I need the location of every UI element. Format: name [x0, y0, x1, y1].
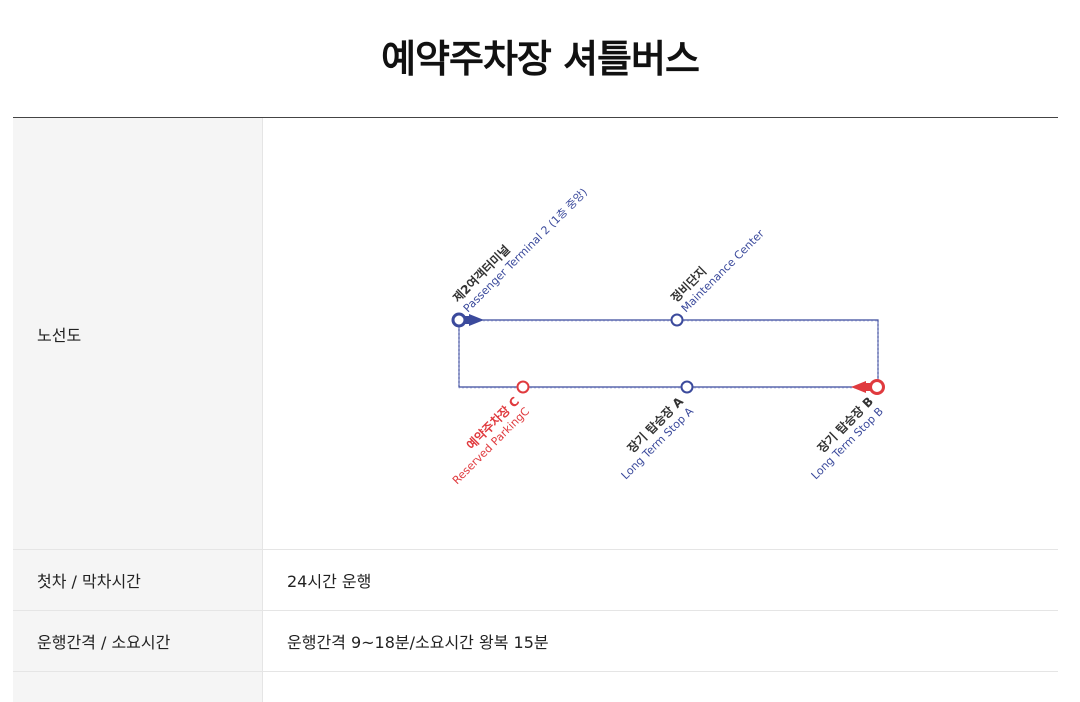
table-row: 첫차 / 막차시간 24시간 운행: [13, 550, 1058, 611]
table-row: 운행간격 / 소요시간 운행간격 9~18분/소요시간 왕복 15분: [13, 611, 1058, 672]
table-row: [13, 672, 1058, 702]
stop-terminal2-marker: [451, 312, 467, 328]
interval-label: 운행간격 / 소요시간: [13, 611, 263, 671]
start-arrow-icon: [463, 314, 484, 326]
info-table: 노선도: [13, 117, 1058, 702]
stop-long-b-label: 장기 탑승장 B Long Term Stop B: [809, 394, 886, 483]
interval-value: 운행간격 9~18분/소요시간 왕복 15분: [287, 633, 549, 652]
route-map-cell: 제2여객터미널 Passenger Terminal 2 (1층 중앙) 정비단…: [263, 118, 1058, 549]
hours-value: 24시간 운행: [287, 572, 372, 591]
stop-long-a-marker: [680, 380, 694, 394]
next-row-value: [263, 672, 1058, 702]
stop-long-a-label: 장기 탑승장 A Long Term Stop A: [619, 393, 697, 482]
route-map-label: 노선도: [13, 118, 263, 549]
route-line: [458, 319, 879, 389]
stop-reserved-c-label: 예약주차장 C Reserved ParkingC: [450, 393, 532, 487]
hours-label: 첫차 / 막차시간: [13, 550, 263, 610]
route-map: 제2여객터미널 Passenger Terminal 2 (1층 중앙) 정비단…: [450, 186, 887, 487]
end-arrow-icon: [851, 381, 872, 393]
stop-maintenance-marker: [670, 313, 684, 327]
stop-maintenance-label: 정비단지 Maintenance Center: [668, 227, 768, 315]
stop-reserved-c-marker: [516, 380, 530, 394]
table-row: 노선도: [13, 118, 1058, 550]
page-title: 예약주차장 셔틀버스: [381, 37, 700, 81]
stop-long-b-marker: [869, 379, 885, 395]
next-row-label: [13, 672, 263, 702]
stop-terminal2-label: 제2여객터미널 Passenger Terminal 2 (1층 중앙): [450, 186, 591, 315]
stop-terminal2-name-en: Passenger Terminal 2 (1층 중앙): [461, 186, 590, 315]
